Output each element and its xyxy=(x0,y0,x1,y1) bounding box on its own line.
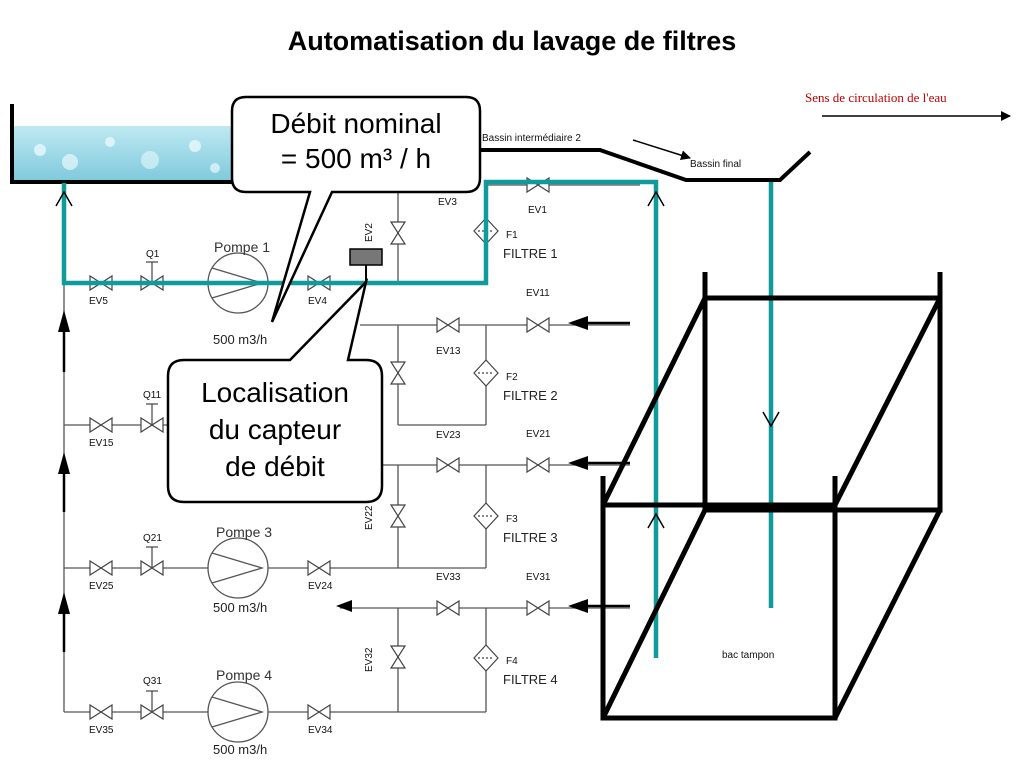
valve-ev32 xyxy=(389,645,407,669)
bac-tampon-label: bac tampon xyxy=(722,650,774,661)
component-labels: EV5 Q1 EV4 EV3 EV1 EV2 EV11 EV13 EV15 Q1… xyxy=(89,197,558,757)
label-ev23: EV23 xyxy=(436,430,461,441)
valve-ev33 xyxy=(436,599,460,617)
label-q1: Q1 xyxy=(146,249,160,260)
label-ev33: EV33 xyxy=(436,572,461,583)
label-ev25: EV25 xyxy=(89,581,114,592)
filter-f3-tag: F3 xyxy=(506,514,518,525)
pump-3-flow: 500 m3/h xyxy=(213,600,267,615)
upper-basins: Bassin intermédiaire 2 Bassin final xyxy=(474,133,812,182)
label-ev34: EV34 xyxy=(308,725,333,736)
label-ev1: EV1 xyxy=(528,205,547,216)
filter-f1-name: FILTRE 1 xyxy=(503,246,558,261)
valve-ev12 xyxy=(389,361,407,385)
valve-ev25 xyxy=(89,559,113,577)
callout-capteur-line1: Localisation xyxy=(201,377,349,408)
pump-4-flow: 500 m3/h xyxy=(213,742,267,757)
valve-ev22 xyxy=(389,504,407,528)
valve-ev15 xyxy=(89,416,113,434)
legend-text: Sens de circulation de l'eau xyxy=(805,90,947,105)
page-title: Automatisation du lavage de filtres xyxy=(287,26,737,56)
label-ev5: EV5 xyxy=(89,296,108,307)
label-q31: Q31 xyxy=(143,676,162,687)
callout-capteur-text: Localisation du capteur de débit xyxy=(168,374,382,485)
filter-f2-tag: F2 xyxy=(506,372,518,383)
callout-capteur-line2: du capteur xyxy=(208,414,342,445)
pump-3-icon xyxy=(207,537,269,599)
filter-f3-name: FILTRE 3 xyxy=(503,530,558,545)
label-ev15: EV15 xyxy=(89,438,114,449)
flow-direction-legend: Sens de circulation de l'eau xyxy=(805,90,1011,121)
valve-ev13 xyxy=(436,316,460,334)
filters xyxy=(473,217,499,672)
source-basin xyxy=(10,104,238,184)
filter-f4-name: FILTRE 4 xyxy=(503,672,558,687)
label-ev13: EV13 xyxy=(436,346,461,357)
valve-ev2 xyxy=(389,221,407,245)
return-flow-arrows xyxy=(58,310,70,652)
filter-f2-name: FILTRE 2 xyxy=(503,388,558,403)
callout-debit-line2: = 500 m³ / h xyxy=(280,143,432,174)
label-ev4: EV4 xyxy=(308,296,327,307)
label-q11: Q11 xyxy=(143,390,162,401)
label-ev32: EV32 xyxy=(364,647,375,672)
filter-f1-tag: F1 xyxy=(506,230,518,241)
label-ev11: EV11 xyxy=(526,288,550,299)
bassin-intermediaire-label: Bassin intermédiaire 2 xyxy=(482,133,581,144)
valve-ev31 xyxy=(526,599,550,617)
bac-tampon-box xyxy=(600,272,943,721)
teal-flow-path xyxy=(61,179,774,658)
pump-1-flow: 500 m3/h xyxy=(213,332,267,347)
label-ev22: EV22 xyxy=(364,505,375,530)
valve-ev23 xyxy=(436,456,460,474)
callout-debit-line1: Débit nominal xyxy=(270,108,442,139)
bassin-final-label: Bassin final xyxy=(690,159,741,170)
label-ev31: EV31 xyxy=(526,572,551,583)
pumps xyxy=(207,252,269,743)
valve-ev35 xyxy=(89,703,113,721)
valve-ev11 xyxy=(526,316,550,334)
valve-ev24 xyxy=(307,559,331,577)
callout-capteur-bubble xyxy=(166,277,384,504)
filter-f4-tag: F4 xyxy=(506,656,518,667)
flow-sensor xyxy=(349,248,383,283)
valve-ev21 xyxy=(526,456,550,474)
label-ev24: EV24 xyxy=(308,581,333,592)
pump-4-icon xyxy=(207,681,269,743)
pump-1-name: Pompe 1 xyxy=(214,239,270,255)
pump-3-name: Pompe 3 xyxy=(216,524,272,540)
header-flow-arrows xyxy=(336,316,630,613)
teal-flow-arrows xyxy=(55,190,780,529)
label-ev21: EV21 xyxy=(526,429,551,440)
label-ev2: EV2 xyxy=(364,223,375,242)
label-ev3: EV3 xyxy=(438,197,457,208)
callout-debit-text: Débit nominal = 500 m³ / h xyxy=(232,106,480,176)
callout-balloons xyxy=(166,95,482,504)
pump-4-name: Pompe 4 xyxy=(216,667,272,683)
callout-debit-bubble xyxy=(230,95,482,323)
label-ev35: EV35 xyxy=(89,725,114,736)
valve-ev34 xyxy=(307,703,331,721)
callout-capteur-line3: de débit xyxy=(225,451,325,482)
label-q21: Q21 xyxy=(143,533,162,544)
